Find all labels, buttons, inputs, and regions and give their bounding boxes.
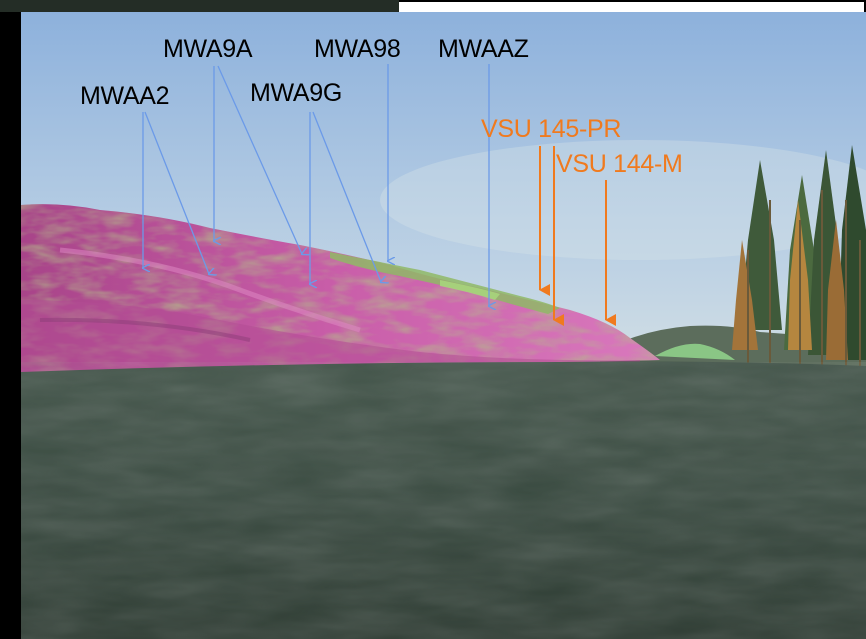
label-mwaa2: MWAA2 xyxy=(80,82,170,110)
orange-pointer-arrows xyxy=(539,146,616,326)
arrow-mwa9a-b xyxy=(217,65,302,254)
blue-pointer-arrows xyxy=(143,64,489,306)
arrow-mwaa2-b xyxy=(144,111,209,274)
conifer-trees xyxy=(732,145,866,368)
label-mwa98: MWA98 xyxy=(314,35,401,63)
top-frame-white xyxy=(399,0,866,12)
left-frame-border xyxy=(0,0,21,639)
label-mwa9a: MWA9A xyxy=(163,35,253,63)
label-mwa9g: MWA9G xyxy=(250,79,343,107)
label-vsu-145-pr: VSU 145-PR xyxy=(481,115,622,143)
label-mwaaz: MWAAZ xyxy=(438,35,529,63)
arrow-mwa9g-b xyxy=(312,111,381,282)
label-vsu-144-m: VSU 144-M xyxy=(556,150,683,178)
